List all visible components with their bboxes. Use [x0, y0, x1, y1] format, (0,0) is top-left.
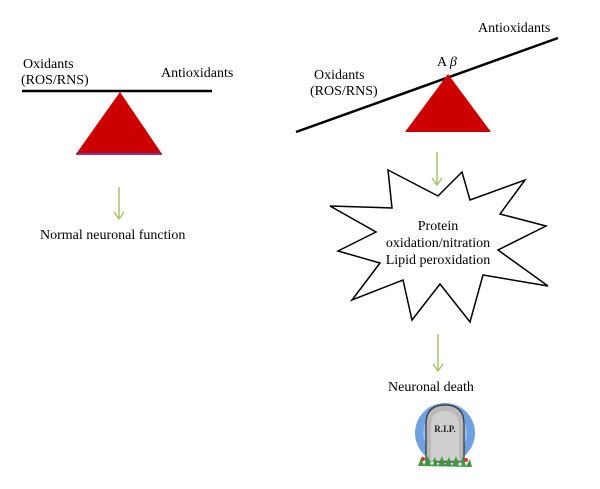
oxidative-damage-burst — [329, 168, 549, 324]
burst-line-1: Protein — [418, 219, 458, 234]
right-oxidants-label: Oxidants — [314, 68, 365, 83]
left-panel: Oxidants (ROS/RNS) Antioxidants Normal n… — [21, 57, 233, 243]
right-down-arrow-1 — [431, 152, 443, 187]
left-oxidants-sub-label: (ROS/RNS) — [21, 73, 89, 88]
left-outcome-label: Normal neuronal function — [40, 228, 185, 243]
burst-line-3: Lipid peroxidation — [386, 253, 491, 268]
tombstone-text: R.I.P. — [434, 424, 455, 434]
left-oxidants-label: Oxidants — [23, 57, 74, 72]
abeta-label: A β — [437, 55, 457, 70]
left-fulcrum-triangle — [76, 92, 162, 154]
abeta-prefix: A — [437, 55, 448, 70]
right-balance-beam — [295, 36, 559, 134]
right-antioxidants-label: Antioxidants — [478, 21, 550, 36]
right-fulcrum-triangle — [405, 74, 491, 132]
right-down-arrow-2 — [432, 334, 444, 373]
right-outcome-label: Neuronal death — [388, 380, 474, 395]
abeta-symbol: β — [449, 55, 457, 70]
right-panel: Antioxidants A β Oxidants (ROS/RNS) Prot… — [295, 21, 559, 467]
right-oxidants-sub-label: (ROS/RNS) — [310, 84, 378, 99]
burst-line-2: oxidation/nitration — [386, 236, 490, 251]
tombstone-icon: R.I.P. — [415, 403, 475, 467]
left-down-arrow — [113, 187, 125, 221]
left-antioxidants-label: Antioxidants — [161, 66, 233, 81]
